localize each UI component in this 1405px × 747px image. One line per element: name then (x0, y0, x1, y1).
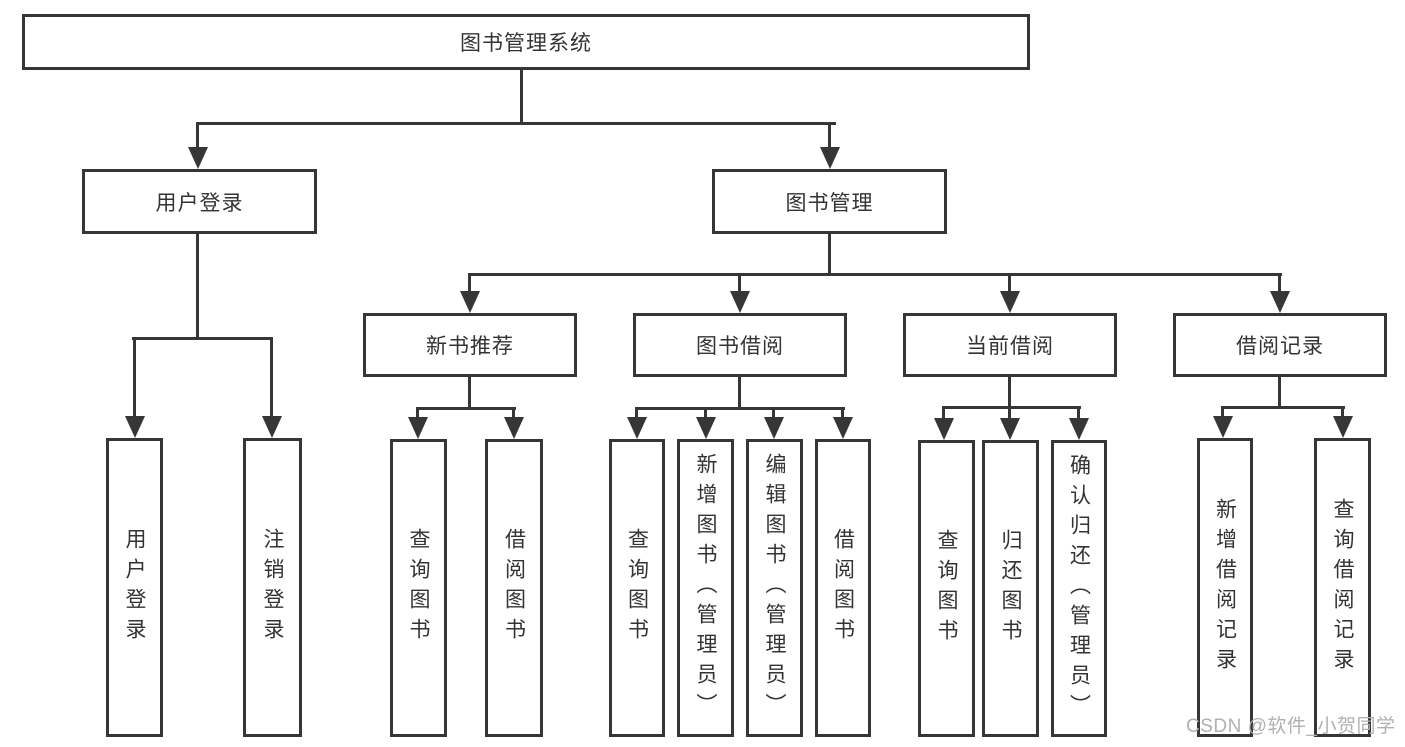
arrowhead (833, 417, 853, 439)
leaf-logout: 注销登录 (243, 438, 302, 737)
arrowhead (820, 147, 840, 169)
leaf-query-borrow-record: 查询借阅记录 (1314, 438, 1371, 737)
arrowhead (504, 417, 524, 439)
arrowhead (188, 147, 208, 169)
leaf-add-books-admin-label: 新增图书（管理员） (694, 453, 717, 723)
csdn-watermark: CSDN @软件_小贺同学 (1186, 716, 1396, 737)
leaf-borrowing-query-books-label: 查询图书 (625, 528, 649, 648)
node-current-borrowing: 当前借阅 (903, 313, 1117, 377)
node-borrowing-records: 借阅记录 (1173, 313, 1387, 377)
connector (704, 410, 707, 418)
connector (841, 410, 844, 418)
connector (468, 273, 1282, 276)
connector (1008, 276, 1011, 293)
leaf-add-books-admin: 新增图书（管理员） (677, 439, 734, 737)
leaf-borrowing-borrow-books: 借阅图书 (815, 439, 871, 737)
leaf-current-query-books: 查询图书 (918, 440, 975, 737)
node-borrowing-records-label: 借阅记录 (1236, 335, 1324, 358)
leaf-confirm-return-admin: 确认归还（管理员） (1051, 440, 1107, 737)
connector (196, 234, 199, 340)
connector (772, 410, 775, 418)
node-book-borrowing: 图书借阅 (633, 313, 847, 377)
arrowhead (627, 417, 647, 439)
leaf-logout-label: 注销登录 (261, 527, 284, 648)
node-book-management: 图书管理 (712, 169, 947, 234)
node-book-management-label: 图书管理 (785, 191, 874, 215)
connector (1221, 406, 1345, 409)
node-new-book-recommend: 新书推荐 (363, 313, 577, 377)
arrowhead (262, 416, 282, 438)
leaf-current-query-books-label: 查询图书 (935, 528, 958, 649)
connector (196, 125, 199, 150)
connector (416, 407, 516, 410)
node-root: 图书管理系统 (22, 14, 1030, 70)
connector (133, 340, 136, 417)
connector (1341, 409, 1344, 417)
arrowhead (934, 418, 954, 440)
connector (738, 276, 741, 293)
leaf-recommend-borrow-books: 借阅图书 (485, 439, 543, 737)
connector (512, 410, 515, 418)
connector (468, 377, 471, 409)
connector (132, 337, 273, 340)
connector (635, 407, 845, 410)
leaf-edit-books-admin-label: 编辑图书（管理员） (763, 453, 786, 723)
arrowhead (696, 417, 716, 439)
leaf-return-books-label: 归还图书 (999, 528, 1022, 649)
connector (942, 406, 1081, 409)
leaf-recommend-borrow-books-label: 借阅图书 (502, 528, 526, 648)
arrowhead (1000, 291, 1020, 313)
arrowhead (1333, 416, 1353, 438)
leaf-user-login: 用户登录 (106, 438, 163, 737)
arrowhead (125, 416, 145, 438)
connector (1077, 409, 1080, 418)
leaf-query-borrow-record-label: 查询借阅记录 (1331, 497, 1354, 678)
connector (520, 70, 523, 122)
connector (942, 409, 945, 418)
connector (828, 234, 831, 276)
arrowhead (1069, 418, 1089, 440)
connector (1008, 377, 1011, 408)
arrowhead (1270, 291, 1290, 313)
leaf-borrowing-borrow-books-label: 借阅图书 (831, 528, 855, 648)
arrowhead (408, 417, 428, 439)
connector (1278, 276, 1281, 293)
arrowhead (1000, 418, 1020, 440)
arrowhead (460, 291, 480, 313)
node-root-label: 图书管理系统 (460, 32, 592, 55)
connector (1008, 409, 1011, 418)
leaf-borrowing-query-books: 查询图书 (609, 439, 665, 737)
leaf-add-borrow-record-label: 新增借阅记录 (1213, 497, 1237, 678)
connector (1278, 377, 1281, 408)
arrowhead (1213, 416, 1233, 438)
node-current-borrowing-label: 当前借阅 (966, 335, 1054, 358)
leaf-confirm-return-admin-label: 确认归还（管理员） (1067, 453, 1091, 724)
leaf-user-login-label: 用户登录 (123, 527, 146, 648)
connector (270, 340, 273, 417)
leaf-return-books: 归还图书 (982, 440, 1039, 737)
node-user-login-label: 用户登录 (155, 191, 244, 215)
leaf-recommend-query-books: 查询图书 (390, 439, 447, 737)
node-user-login: 用户登录 (82, 169, 317, 234)
connector (1221, 409, 1224, 417)
connector (468, 276, 471, 293)
connector (416, 410, 419, 418)
connector (738, 377, 741, 409)
connector (635, 410, 638, 418)
connector (196, 122, 836, 125)
node-book-borrowing-label: 图书借阅 (696, 335, 784, 358)
arrowhead (730, 291, 750, 313)
leaf-add-borrow-record: 新增借阅记录 (1197, 438, 1253, 737)
node-new-book-recommend-label: 新书推荐 (426, 335, 514, 358)
leaf-recommend-query-books-label: 查询图书 (407, 528, 430, 648)
arrowhead (764, 417, 784, 439)
connector (828, 125, 831, 150)
leaf-edit-books-admin: 编辑图书（管理员） (746, 439, 803, 737)
